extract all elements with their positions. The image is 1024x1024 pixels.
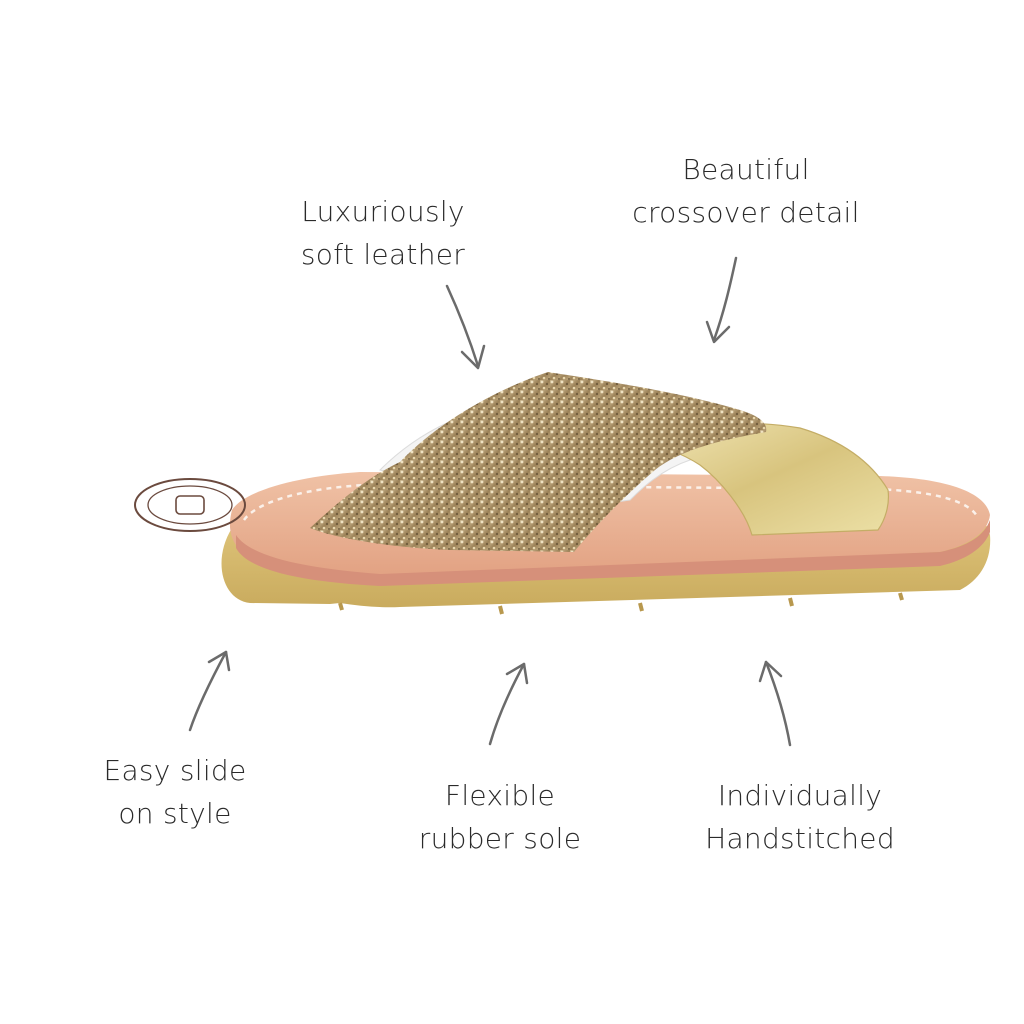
brand-stamp-icon <box>134 478 246 532</box>
callout-soft-leather-line2: soft leather <box>300 238 466 271</box>
callout-handstitched: Individually Handstitched <box>690 774 910 860</box>
callout-soft-leather: Luxuriously soft leather <box>268 190 498 276</box>
callout-easy-slide: Easy slide on style <box>80 749 270 835</box>
handstitch-line <box>242 483 980 521</box>
arrow-stitch <box>764 660 792 747</box>
callout-rubber-sole-line2: rubber sole <box>418 822 582 855</box>
arrow-leather <box>445 284 480 368</box>
arrow-crossover <box>712 256 738 342</box>
callout-handstitched-line2: Handstitched <box>705 822 895 855</box>
callout-rubber-sole-line1: Flexible <box>444 779 556 812</box>
callout-easy-slide-line2: on style <box>118 797 232 830</box>
footbed-edge <box>236 520 990 586</box>
glitter-strap <box>310 372 767 552</box>
callout-crossover-line2: crossover detail <box>632 196 860 229</box>
callout-crossover-detail: Beautiful crossover detail <box>606 148 886 234</box>
callout-easy-slide-line1: Easy slide <box>103 754 247 787</box>
arrow-slide <box>188 650 228 732</box>
callout-handstitched-line1: Individually <box>717 779 883 812</box>
sole-tread <box>338 592 904 615</box>
arrow-icon <box>188 256 792 747</box>
arrow-sole <box>488 662 526 746</box>
callout-crossover-line1: Beautiful <box>682 153 810 186</box>
callout-rubber-sole: Flexible rubber sole <box>400 774 600 860</box>
callout-soft-leather-line1: Luxuriously <box>301 195 465 228</box>
